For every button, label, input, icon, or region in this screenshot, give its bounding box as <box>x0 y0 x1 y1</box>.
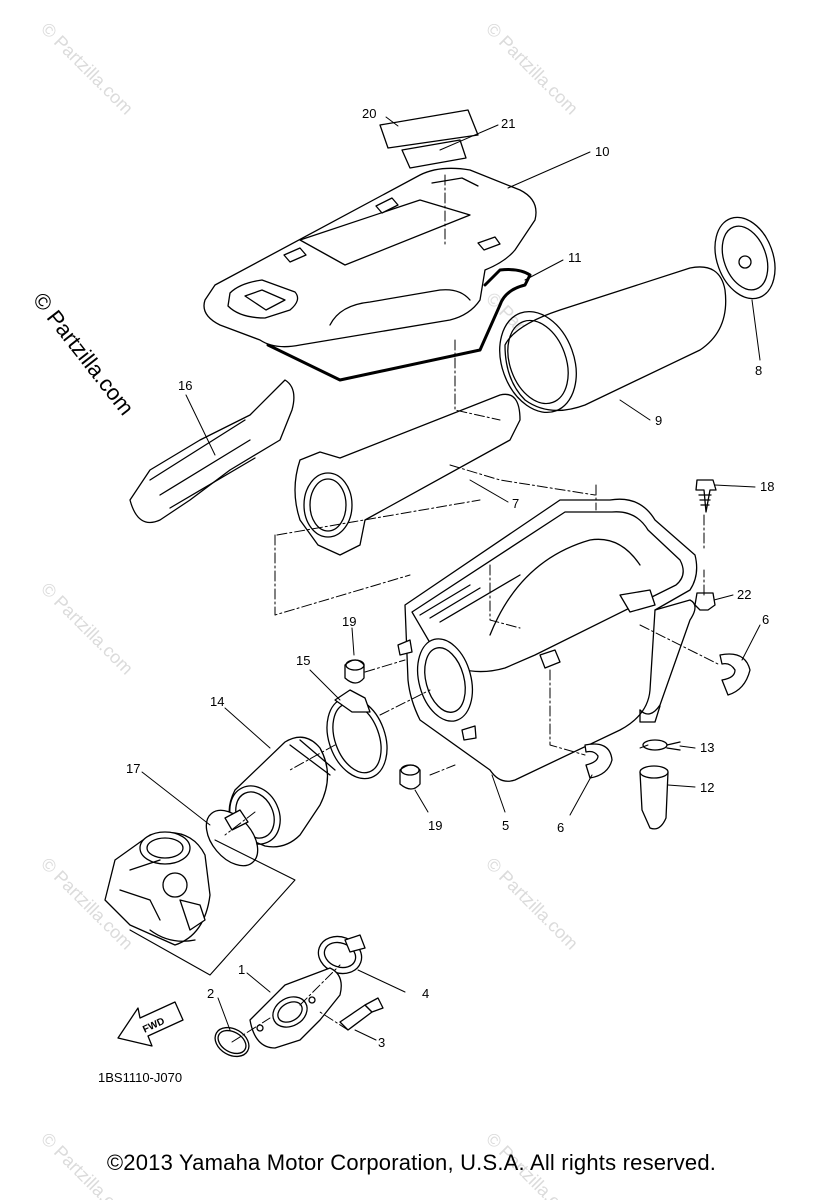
o-ring-2 <box>214 1026 250 1058</box>
callout-14: 14 <box>210 694 224 709</box>
bolt-18 <box>695 479 717 513</box>
callout-2: 2 <box>207 986 214 1001</box>
nut-22 <box>694 592 716 611</box>
watermark: © Partzilla.com <box>482 19 582 119</box>
callout-20: 20 <box>362 106 376 121</box>
plate-16 <box>129 379 295 524</box>
filter-cover-8 <box>714 216 776 300</box>
filter-element-9 <box>504 266 727 412</box>
joint-1 <box>249 967 342 1049</box>
callout-6: 6 <box>557 820 564 835</box>
air-box-5 <box>404 498 698 782</box>
diagram-code: 1BS1110-J070 <box>98 1070 182 1085</box>
air-cleaner-cap <box>203 167 537 348</box>
copyright-notice: ©2013 Yamaha Motor Corporation, U.S.A. A… <box>106 1150 717 1175</box>
callout-19: 19 <box>342 614 356 629</box>
callout-16: 16 <box>178 378 192 393</box>
callout-17: 17 <box>126 761 140 776</box>
callout-15: 15 <box>296 653 310 668</box>
label-21-shape <box>401 139 467 169</box>
callout-1: 1 <box>238 962 245 977</box>
label-20-shape <box>379 109 479 149</box>
callout-9: 9 <box>655 413 662 428</box>
clip-6 <box>719 653 751 696</box>
callout-21: 21 <box>501 116 515 131</box>
callout-labels: 20 21 10 11 8 9 16 7 18 22 6 13 12 19 15… <box>126 106 774 1050</box>
bolt-3 <box>339 1004 373 1031</box>
callout-6: 6 <box>762 612 769 627</box>
callout-5: 5 <box>502 818 509 833</box>
clip-6 <box>584 743 613 779</box>
callout-8: 8 <box>755 363 762 378</box>
fwd-arrow <box>117 1001 184 1047</box>
side-watermark: © Partzilla.com <box>28 288 139 420</box>
callout-12: 12 <box>700 780 714 795</box>
watermark: © Partzilla.com <box>37 579 137 679</box>
gasket-11 <box>266 268 532 382</box>
watermark: © Partzilla.com <box>37 19 137 119</box>
callout-13: 13 <box>700 740 714 755</box>
grommet-19 <box>399 764 421 790</box>
callout-4: 4 <box>422 986 429 1001</box>
carburetor <box>104 831 211 946</box>
callout-22: 22 <box>737 587 751 602</box>
callout-19: 19 <box>428 818 442 833</box>
callout-18: 18 <box>760 479 774 494</box>
callout-11: 11 <box>568 250 582 265</box>
callout-10: 10 <box>595 144 609 159</box>
callout-7: 7 <box>512 496 519 511</box>
grommet-19 <box>344 659 365 684</box>
watermark: © Partzilla.com <box>482 854 582 954</box>
callout-3: 3 <box>378 1035 385 1050</box>
